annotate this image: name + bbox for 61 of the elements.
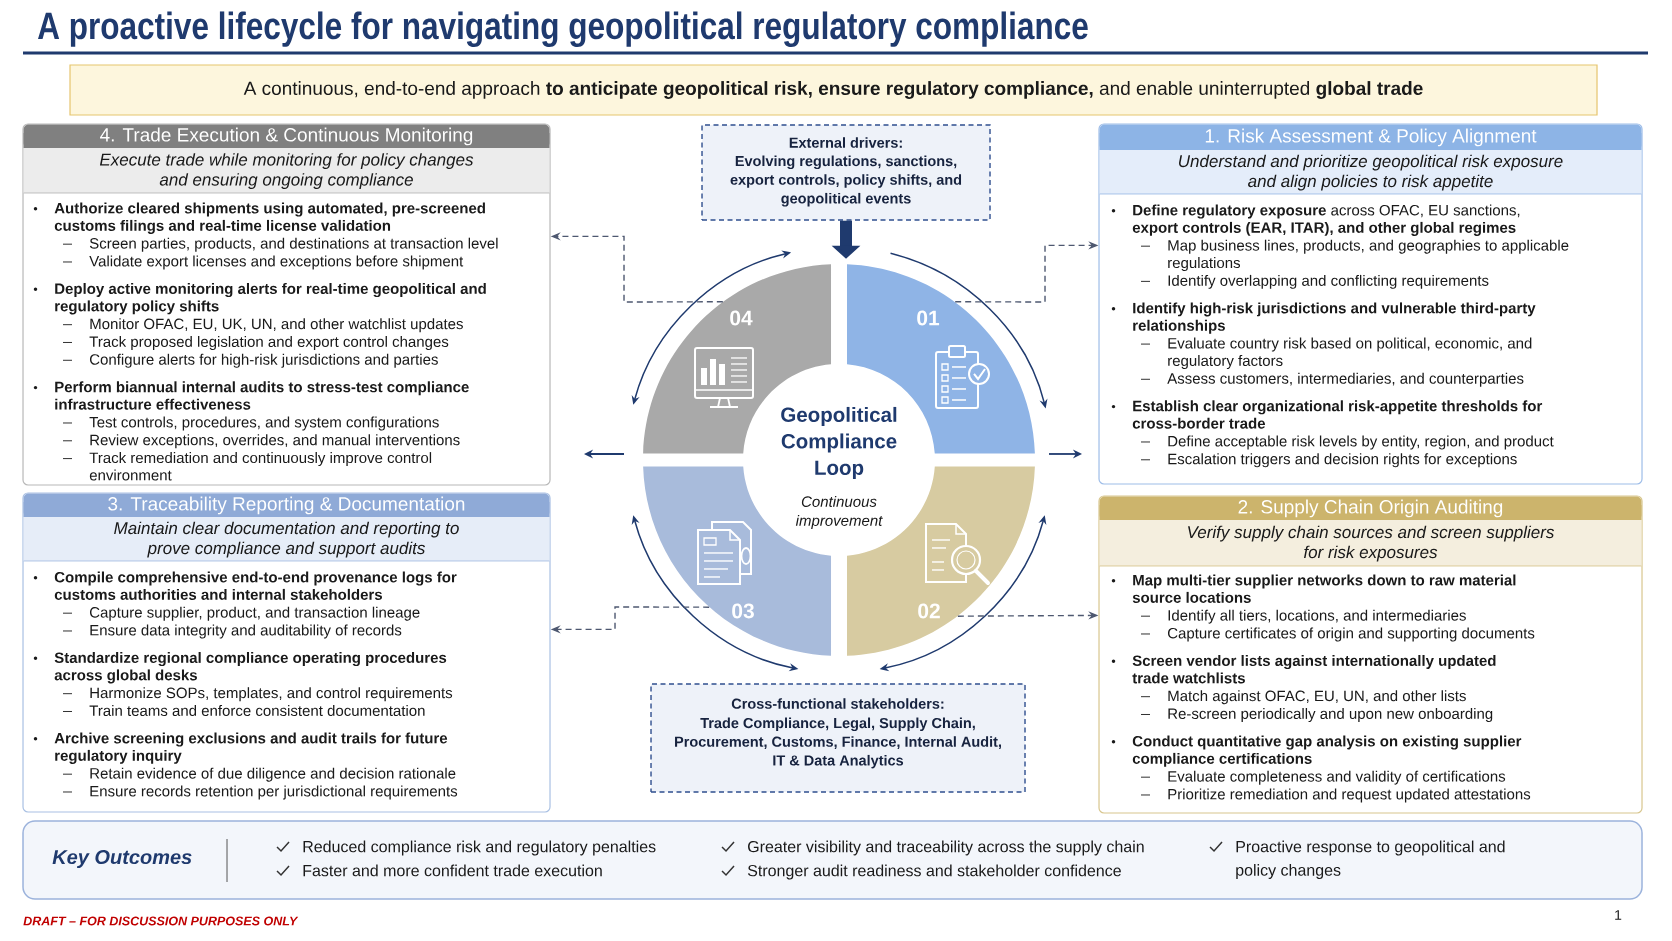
sub-bullet-text: Match against OFAC, EU, UN, and other lists	[1168, 690, 1466, 705]
sub-bullet-text: Evaluate country risk based on political, economic, and regulatory factors	[1168, 337, 1532, 369]
sub-bullet-text: Harmonize SOPs, templates, and control requirements	[90, 687, 453, 702]
bullet-text: Authorize cleared shipments using automated, pre-screened customs filings and real-time license validation	[54, 202, 485, 234]
outcome-text: Proactive response to geopolitical and policy changes	[1236, 840, 1505, 879]
sub-bullet-text: Retain evidence of due diligence and decision rationale	[90, 767, 456, 782]
bullet-text: Deploy active monitoring alerts for real-time geopolitical and regulatory policy shifts	[55, 283, 486, 315]
sub-bullet-text: Map business lines, products, and geographies to applicable regulations	[1168, 239, 1569, 272]
bullet-text: Perform biannual internal audits to stress-test compliance infrastructure effectiveness	[55, 381, 469, 410]
outcome-text: Stronger audit readiness and stakeholder confidence	[747, 864, 1121, 880]
bullet-text: Map multi-tier supplier networks down to raw material source locations	[1132, 574, 1516, 603]
draft-notice: DRAFT – FOR DISCUSSION PURPOSES ONLY	[23, 916, 299, 926]
sub-bullet-text: Validate export licenses and exceptions before shipment	[89, 255, 464, 270]
loop-subtitle: Continuous improvement	[795, 495, 883, 529]
box-heading: External drivers:	[789, 137, 902, 148]
panel-subtitle: Understand and prioritize geopolitical risk exposure and align policies to risk appetite	[1099, 150, 1642, 195]
sub-bullet-text: Track remediation and continuously improve control environment	[89, 452, 432, 481]
bullet-text: Conduct quantitative gap analysis on existing supplier compliance certifications	[1132, 735, 1522, 767]
sub-bullet-text: Screen parties, products, and destinations at transaction level	[89, 237, 498, 252]
panel-subtitle: Verify supply chain sources and screen suppliers for risk exposures	[1099, 520, 1642, 567]
panel-header: 1. Risk Assessment & Policy Alignment	[1099, 124, 1642, 150]
outcome-text: Greater visibility and traceability across the supply chain	[748, 840, 1144, 856]
box-heading: Cross-functional stakeholders:	[731, 698, 944, 709]
title: A proactive lifecycle for navigating geopolitical regulatory compliance	[38, 11, 1088, 48]
sub-bullet-text: Re-screen periodically and upon new onboarding	[1168, 708, 1493, 722]
panel-header: 3. Traceability Reporting & Documentation	[23, 493, 550, 517]
sub-bullet-text: Identify all tiers, locations, and intermediaries	[1168, 609, 1466, 624]
sub-bullet-text: Review exceptions, overrides, and manual interventions	[90, 434, 460, 449]
outcome-text: Reduced compliance risk and regulatory penalties	[303, 840, 656, 856]
panel-header: 2. Supply Chain Origin Auditing	[1099, 496, 1642, 520]
bullet-text: Standardize regional compliance operating procedures across global desks	[54, 652, 447, 684]
sub-bullet-text: Ensure records retention per jurisdictional requirements	[90, 785, 458, 800]
panel-subtitle: Maintain clear documentation and reporting to prove compliance and support audits	[23, 517, 550, 562]
sub-bullet-text: Capture certificates of origin and supporting documents	[1168, 627, 1535, 642]
sub-bullet-text: Assess customers, intermediaries, and counterparties	[1167, 372, 1524, 387]
sub-bullet-text: Monitor OFAC, EU, UK, UN, and other watchlist updates	[90, 318, 463, 333]
bullet-text: Screen vendor lists against internationally updated trade watchlists	[1132, 655, 1496, 684]
sub-bullet-text: Evaluate completeness and validity of certifications	[1168, 770, 1506, 785]
bullet-text: Compile comprehensive end-to-end provenance logs for customs authorities and internal stakeholders	[54, 571, 457, 600]
bullet-text: Archive screening exclusions and audit trails for future regulatory inquiry	[54, 732, 448, 764]
sub-bullet-text: Prioritize remediation and request updated attestations	[1168, 788, 1531, 803]
banner: A continuous, end-to-end approach to anticipate geopolitical risk, ensure regulatory compliance, and enable uninterrupted global trade	[69, 64, 1598, 116]
sub-bullet-text: Capture supplier, product, and transaction lineage	[90, 606, 420, 621]
box-text: Evolving regulations, sanctions, export controls, policy shifts, and geopolitical events	[730, 155, 962, 207]
outcomes-heading: Key Outcomes	[52, 849, 192, 869]
sub-bullet-text: Track proposed legislation and export control changes	[89, 336, 449, 350]
outcome-text: Faster and more confident trade execution	[303, 864, 602, 877]
panel-header: 4. Trade Execution & Continuous Monitoring	[23, 124, 550, 148]
sub-bullet-text: Test controls, procedures, and system configurations	[89, 416, 439, 431]
sub-bullet-text: Escalation triggers and decision rights for exceptions	[1168, 453, 1517, 468]
bullet-text: Define regulatory exposure across OFAC, EU sanctions, export controls (EAR, ITAR), and other global regimes	[1132, 204, 1520, 236]
panel-subtitle: Execute trade while monitoring for policy changes and ensuring ongoing compliance	[23, 148, 550, 194]
loop-title: Geopolitical Compliance Loop	[781, 406, 897, 480]
sub-bullet-text: Train teams and enforce consistent documentation	[89, 705, 425, 716]
box-text: Trade Compliance, Legal, Supply Chain, Procurement, Customs, Finance, Internal Audit, IT & Data Analytics	[675, 717, 1001, 769]
sub-bullet-text: Configure alerts for high-risk jurisdictions and parties	[90, 353, 438, 368]
bullet-text: Identify high-risk jurisdictions and vulnerable third-party relationships	[1133, 302, 1536, 334]
bullet-text: Establish clear organizational risk-appetite thresholds for cross-border trade	[1132, 400, 1543, 429]
sub-bullet-text: Define acceptable risk levels by entity, region, and product	[1168, 435, 1554, 450]
sub-bullet-text: Ensure data integrity and auditability of records	[90, 624, 402, 639]
sub-bullet-text: Identify overlapping and conflicting requirements	[1168, 274, 1489, 289]
